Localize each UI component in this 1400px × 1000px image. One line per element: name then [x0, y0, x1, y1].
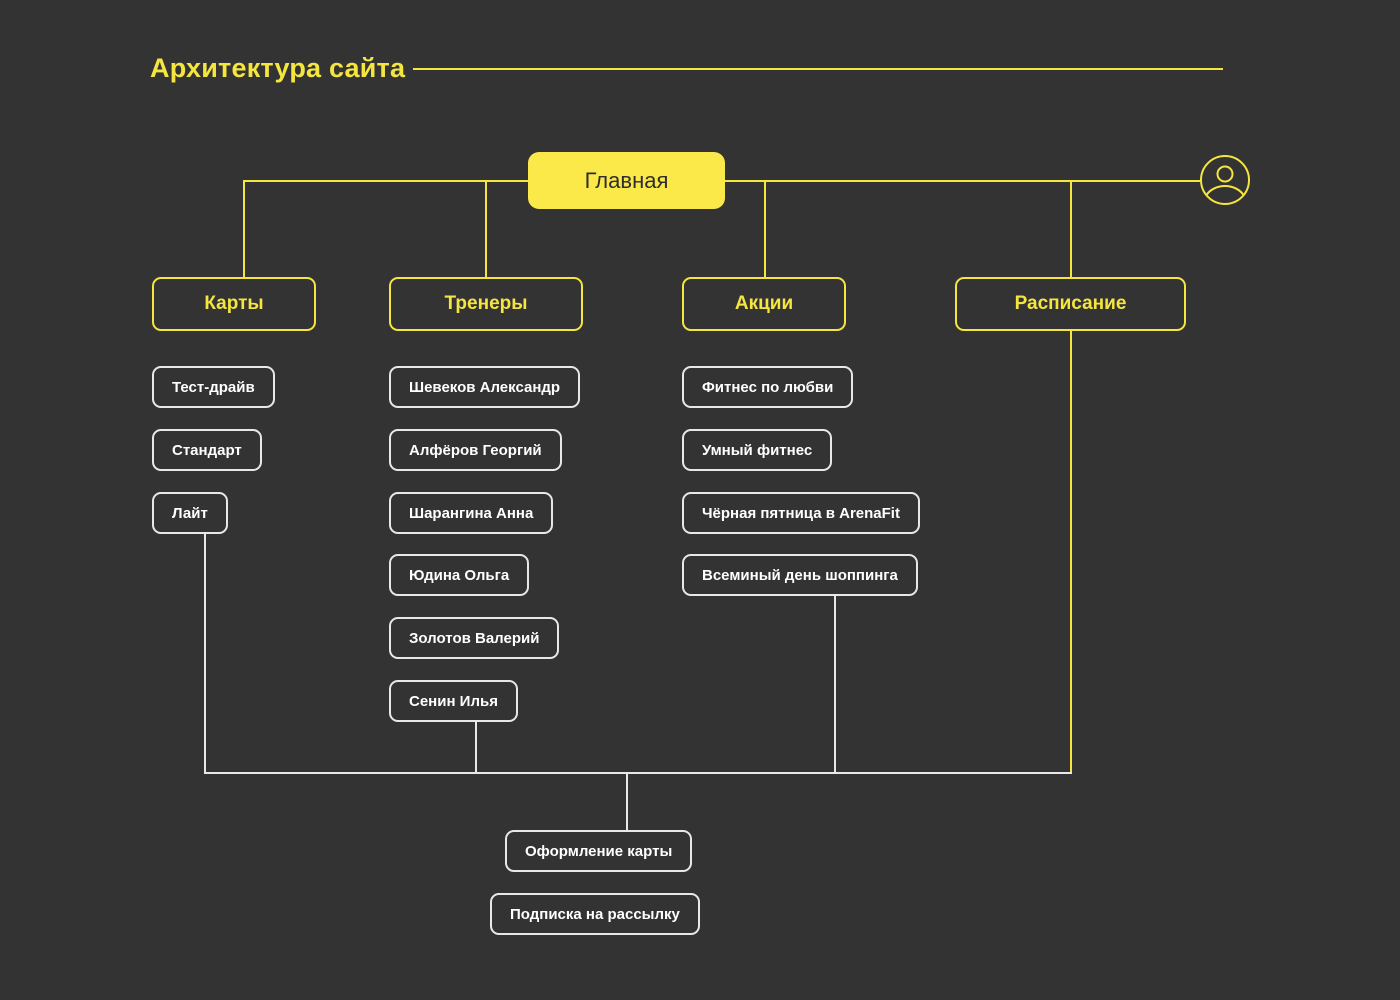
- node-section-karty-label: Карты: [204, 293, 264, 314]
- node-trainer-yudina[interactable]: Юдина Ольга: [389, 554, 530, 596]
- connector-root-bus-right: [725, 180, 1201, 182]
- node-glavnaya[interactable]: Главная: [528, 152, 725, 209]
- node-promo-black-friday-label: Чёрная пятница в ArenaFit: [702, 504, 900, 522]
- node-section-raspisanie[interactable]: Расписание: [955, 277, 1186, 331]
- node-trainer-alferov-label: Алфёров Георгий: [409, 441, 542, 459]
- node-card-standard-label: Стандарт: [172, 441, 242, 459]
- page-header: Архитектура сайта: [150, 48, 1224, 88]
- node-promo-fitness-love[interactable]: Фитнес по любви: [682, 366, 854, 408]
- connector-to-form-card: [626, 772, 628, 830]
- node-section-akcii[interactable]: Акции: [682, 277, 846, 331]
- node-section-raspisanie-label: Расписание: [1014, 293, 1127, 314]
- connector-raspisanie-spine: [1070, 331, 1072, 773]
- node-glavnaya-label: Главная: [584, 167, 669, 193]
- node-trainer-shevekov-label: Шевеков Александр: [409, 378, 561, 396]
- node-section-trenery[interactable]: Тренеры: [389, 277, 583, 331]
- node-form-card-registration[interactable]: Оформление карты: [505, 830, 693, 872]
- node-trainer-senin[interactable]: Сенин Илья: [389, 680, 518, 722]
- node-promo-shopping-day[interactable]: Всеминый день шоппинга: [682, 554, 918, 596]
- page-title: Архитектура сайта: [150, 52, 406, 83]
- node-trainer-senin-label: Сенин Илья: [409, 692, 498, 710]
- connector-to-karty: [243, 180, 245, 278]
- node-trainer-zolotov[interactable]: Золотов Валерий: [389, 617, 560, 659]
- node-trainer-shevekov[interactable]: Шевеков Александр: [389, 366, 581, 408]
- node-card-light-label: Лайт: [172, 504, 208, 522]
- connector-root-bus-left: [243, 180, 533, 182]
- node-card-test-drive-label: Тест-драйв: [172, 378, 255, 396]
- node-section-akcii-label: Акции: [734, 293, 794, 314]
- connector-light-down: [204, 534, 206, 773]
- node-trainer-alferov[interactable]: Алфёров Георгий: [389, 429, 562, 471]
- connector-shopping-down: [834, 596, 836, 773]
- node-promo-smart-fitness[interactable]: Умный фитнес: [682, 429, 833, 471]
- connector-to-akcii: [764, 180, 766, 278]
- node-promo-shopping-day-label: Всеминый день шоппинга: [702, 566, 898, 584]
- connector-to-raspisanie: [1070, 180, 1072, 278]
- node-trainer-sharangina-label: Шарангина Анна: [409, 504, 534, 522]
- node-promo-fitness-love-label: Фитнес по любви: [702, 378, 834, 396]
- user-account-icon[interactable]: [1199, 154, 1251, 206]
- node-section-karty[interactable]: Карты: [152, 277, 316, 331]
- connector-to-trenery: [485, 180, 487, 278]
- connector-bottom-bus: [204, 772, 1072, 774]
- node-card-light[interactable]: Лайт: [152, 492, 228, 534]
- node-trainer-sharangina[interactable]: Шарангина Анна: [389, 492, 554, 534]
- node-form-card-registration-label: Оформление карты: [525, 842, 673, 860]
- node-card-standard[interactable]: Стандарт: [152, 429, 262, 471]
- node-card-test-drive[interactable]: Тест-драйв: [152, 366, 275, 408]
- node-form-newsletter-label: Подписка на рассылку: [510, 905, 680, 923]
- title-divider: [413, 68, 1224, 70]
- node-trainer-yudina-label: Юдина Ольга: [409, 566, 510, 584]
- node-section-trenery-label: Тренеры: [444, 293, 528, 314]
- connector-senin-down: [475, 722, 477, 773]
- node-trainer-zolotov-label: Золотов Валерий: [409, 629, 540, 647]
- node-promo-smart-fitness-label: Умный фитнес: [702, 441, 813, 459]
- node-form-newsletter[interactable]: Подписка на рассылку: [490, 893, 700, 935]
- node-promo-black-friday[interactable]: Чёрная пятница в ArenaFit: [682, 492, 920, 534]
